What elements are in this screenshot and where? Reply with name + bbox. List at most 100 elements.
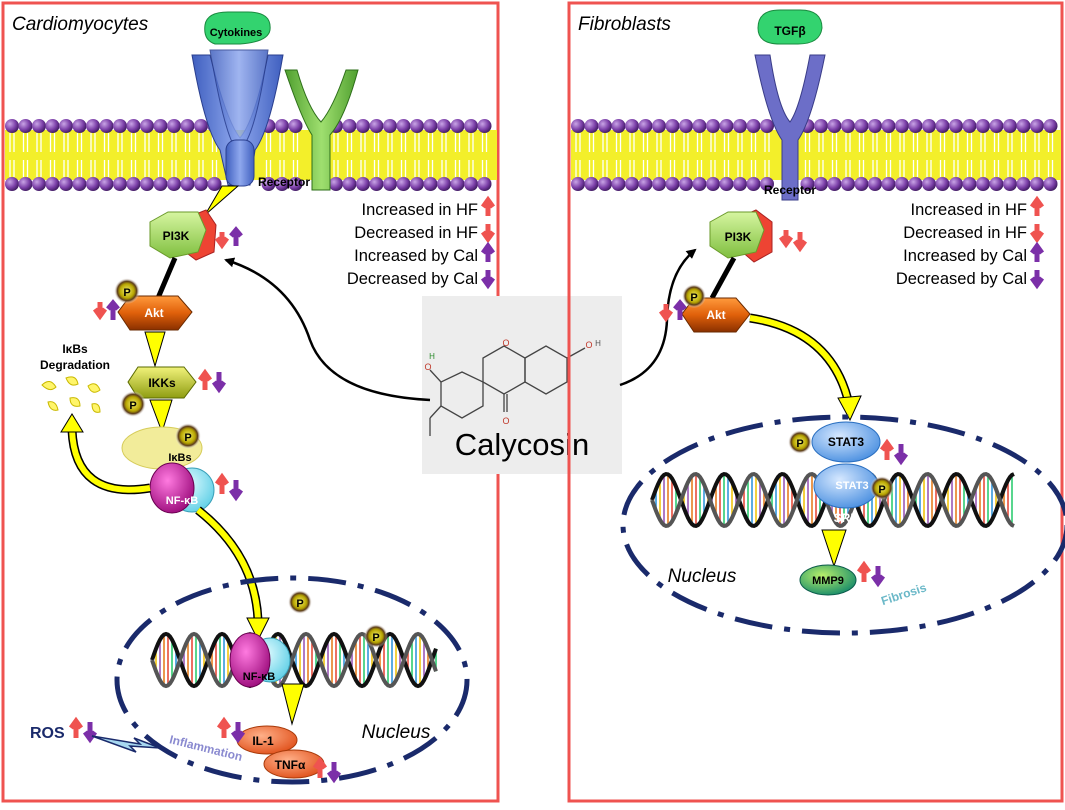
right-legend: Increased in HF Decreased in HF Increase… [896, 195, 1045, 290]
ikks-label: IKKs [148, 376, 176, 390]
structure-o-4: O [424, 362, 431, 372]
lipid-head [369, 119, 384, 133]
lipid-head [1030, 177, 1044, 191]
stat3-p-label: P [796, 438, 803, 450]
stat3-b-p-label: P [878, 484, 885, 496]
right-cell-membrane [571, 119, 1061, 191]
lipid-head [989, 177, 1004, 191]
left-dna-helix [150, 631, 438, 689]
lipid-head [356, 177, 370, 191]
mmp9-node [799, 564, 857, 596]
lipid-head [962, 119, 977, 133]
lipid-head [113, 177, 127, 191]
lipid-head [760, 177, 774, 191]
lipid-head [611, 177, 626, 191]
akt-stat3-arrow-outline [749, 313, 853, 402]
lipid-head [881, 177, 896, 191]
right-akt-phospho [682, 284, 706, 308]
ikbs-phospho [175, 423, 201, 449]
lipid-head [207, 177, 222, 191]
mmp9-arrows [856, 560, 886, 588]
lipid-head [841, 177, 855, 191]
degradation-label-line1: IκBs [62, 342, 88, 356]
right-akt-arrows [658, 299, 687, 323]
stat3-b-label: STAT3 [835, 480, 868, 492]
left-receptor [191, 49, 284, 187]
lipid-head [625, 177, 639, 191]
right-pi3k-akt-link [709, 256, 737, 300]
lipid-head [1003, 119, 1017, 133]
akt-stat3-arrow [749, 315, 851, 401]
lipid-head [1030, 119, 1044, 133]
lipid-head [72, 177, 87, 191]
mmp9-label: MMP9 [812, 575, 844, 587]
lipid-head [679, 119, 693, 133]
lipid-head [949, 177, 963, 191]
lipid-head [18, 177, 33, 191]
left-nucleus-boundary [114, 575, 470, 785]
nucleus-p2-label: P [372, 632, 379, 644]
cytokines-blob [204, 11, 271, 45]
lipid-head [356, 119, 370, 133]
left-akt-node [117, 295, 193, 331]
lipid-head [814, 119, 828, 133]
lipid-head [153, 177, 168, 191]
left-nucleus-label: Nucleus [362, 722, 431, 743]
lipid-head [140, 119, 154, 133]
lipid-head [167, 177, 181, 191]
tnfa-arrows [312, 756, 342, 784]
lipid-head [59, 177, 73, 191]
lipid-head [1016, 119, 1031, 133]
lipid-head [746, 119, 761, 133]
sre-label: SRE [834, 511, 859, 525]
calycosin-label: Calycosin [455, 427, 589, 462]
lipid-head [1043, 177, 1058, 191]
lipid-head [275, 177, 289, 191]
lipid-head [584, 119, 599, 133]
nfkb-nucleus-arrow-outline [195, 506, 263, 621]
lipid-head [733, 177, 747, 191]
left-legend-item-1: Increased in HF [362, 201, 478, 219]
left-pi3k-label: PI3K [163, 229, 190, 243]
left-legend-item-3: Increased by Cal [354, 247, 478, 265]
right-akt-p-label: P [690, 292, 697, 304]
lipid-head [180, 119, 195, 133]
lipid-head [342, 119, 357, 133]
left-arrow-receptor-pi3k [204, 185, 240, 216]
lipid-head [692, 177, 707, 191]
lipid-head [450, 119, 465, 133]
left-pi3k-arrows [214, 226, 243, 250]
lipid-head [976, 119, 990, 133]
right-legend-item-1: Increased in HF [911, 201, 1027, 219]
left-legend-item-4: Decreased by Cal [347, 270, 478, 288]
lipid-head [99, 119, 114, 133]
right-pi3k-node [709, 209, 773, 263]
lipid-head [167, 119, 181, 133]
right-receptor [754, 54, 826, 201]
lipid-head [827, 177, 842, 191]
lipid-head [113, 119, 127, 133]
lipid-head [32, 177, 46, 191]
lipid-head [329, 177, 343, 191]
stat3-arrows [879, 438, 909, 466]
lipid-head [976, 177, 990, 191]
lipid-head [706, 119, 720, 133]
fibrosis-label: Fibrosis [879, 580, 928, 608]
right-akt-label: Akt [706, 308, 725, 322]
right-legend-item-2: Decreased in HF [903, 224, 1027, 242]
right-panel-title: Fibroblasts [578, 14, 671, 35]
lipid-head [464, 119, 478, 133]
right-nucleus-label: Nucleus [668, 566, 737, 587]
lipid-head [32, 119, 46, 133]
lipid-head [194, 119, 208, 133]
structure-o-3: O [585, 340, 592, 350]
structure-o-2: O [502, 416, 509, 426]
lipid-head [868, 119, 882, 133]
lipid-head [45, 119, 60, 133]
lipid-head [598, 119, 612, 133]
nucleus-phospho-1 [288, 590, 312, 614]
lipid-head [895, 177, 909, 191]
lipid-head [140, 177, 154, 191]
lipid-head [922, 177, 936, 191]
